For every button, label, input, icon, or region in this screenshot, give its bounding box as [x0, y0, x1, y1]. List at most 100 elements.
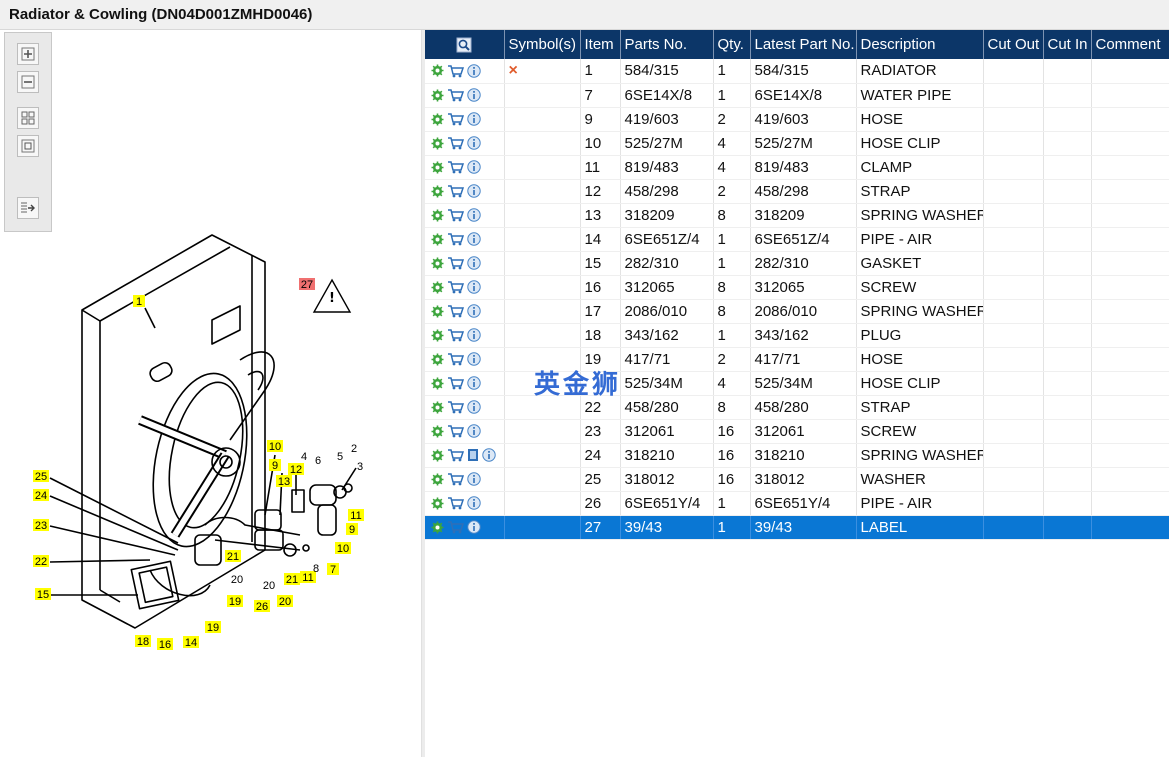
gear-icon[interactable]	[431, 449, 444, 462]
callout-11-lower[interactable]: 11	[300, 571, 316, 584]
cart-icon[interactable]	[447, 208, 464, 222]
cart-icon[interactable]	[447, 280, 464, 294]
callout-1[interactable]: 1	[133, 295, 145, 308]
info-icon[interactable]	[467, 328, 481, 342]
cart-icon[interactable]	[447, 400, 464, 414]
pane-splitter[interactable]	[421, 30, 425, 757]
info-icon[interactable]	[467, 232, 481, 246]
callout-6[interactable]: 6	[315, 455, 321, 467]
callout-27[interactable]: 27	[299, 278, 315, 291]
callout-2[interactable]: 2	[351, 443, 357, 455]
cart-icon[interactable]	[447, 64, 464, 78]
callout-26[interactable]: 26	[254, 600, 270, 613]
info-icon[interactable]	[467, 352, 481, 366]
callout-21-left[interactable]: 21	[225, 550, 241, 563]
callout-20-left[interactable]: 20	[231, 574, 243, 586]
info-icon[interactable]	[467, 424, 481, 438]
cart-icon[interactable]	[447, 448, 464, 462]
callout-17[interactable]: 18	[135, 635, 151, 648]
info-icon[interactable]	[467, 496, 481, 510]
gear-icon[interactable]	[431, 497, 444, 510]
gear-icon[interactable]	[431, 377, 444, 390]
callout-4[interactable]: 4	[301, 451, 307, 463]
callout-23[interactable]: 23	[33, 519, 49, 532]
info-icon[interactable]	[467, 376, 481, 390]
gear-icon[interactable]	[431, 521, 444, 534]
cart-icon[interactable]	[447, 328, 464, 342]
fit-all-button[interactable]	[17, 107, 39, 129]
gear-icon[interactable]	[431, 233, 444, 246]
info-icon[interactable]	[467, 208, 481, 222]
cart-icon[interactable]	[447, 376, 464, 390]
exploded-diagram[interactable]: ! 27 1 25 24 23 22 15 18 16 14 19 19 26 …	[0, 30, 421, 757]
callout-24[interactable]: 24	[33, 489, 49, 502]
info-icon[interactable]	[467, 400, 481, 414]
callout-15[interactable]: 15	[35, 588, 51, 601]
fit-page-button[interactable]	[17, 135, 39, 157]
cart-icon[interactable]	[447, 112, 464, 126]
callout-9-right[interactable]: 9	[346, 523, 358, 536]
info-icon[interactable]	[467, 256, 481, 270]
info-icon[interactable]	[467, 520, 481, 534]
callout-22[interactable]: 22	[33, 555, 49, 568]
column-qty[interactable]: Qty.	[713, 30, 751, 59]
cart-icon[interactable]	[447, 472, 464, 486]
gear-icon[interactable]	[431, 281, 444, 294]
info-icon[interactable]	[467, 136, 481, 150]
zoom-out-button[interactable]	[17, 71, 39, 93]
gear-icon[interactable]	[431, 329, 444, 342]
callout-25[interactable]: 25	[33, 470, 49, 483]
cart-icon[interactable]	[447, 160, 464, 174]
column-comment[interactable]: Comment	[1091, 30, 1169, 59]
column-item[interactable]: Item	[580, 30, 621, 59]
gear-icon[interactable]	[431, 425, 444, 438]
gear-icon[interactable]	[431, 353, 444, 366]
column-cut-in[interactable]: Cut In	[1043, 30, 1092, 59]
callout-19-right[interactable]: 20	[277, 595, 293, 608]
gear-icon[interactable]	[431, 473, 444, 486]
cart-icon[interactable]	[447, 520, 464, 534]
gear-icon[interactable]	[431, 305, 444, 318]
cart-icon[interactable]	[447, 304, 464, 318]
callout-10-top[interactable]: 10	[267, 440, 283, 453]
info-icon[interactable]	[482, 448, 496, 462]
gear-icon[interactable]	[431, 209, 444, 222]
gear-icon[interactable]	[431, 137, 444, 150]
info-icon[interactable]	[467, 88, 481, 102]
callout-9-top[interactable]: 9	[269, 459, 281, 472]
cart-icon[interactable]	[447, 136, 464, 150]
gear-icon[interactable]	[431, 185, 444, 198]
callout-13[interactable]: 13	[276, 475, 292, 488]
callout-16[interactable]: 16	[157, 638, 173, 651]
callout-19-left[interactable]: 19	[227, 595, 243, 608]
gear-icon[interactable]	[431, 113, 444, 126]
cart-icon[interactable]	[447, 352, 464, 366]
cart-icon[interactable]	[447, 256, 464, 270]
info-icon[interactable]	[467, 64, 481, 78]
callout-11-upper[interactable]: 11	[348, 509, 364, 522]
column-actions[interactable]	[425, 30, 505, 59]
gear-icon[interactable]	[431, 64, 444, 77]
gear-icon[interactable]	[431, 161, 444, 174]
callout-18[interactable]: 19	[205, 621, 221, 634]
diagram-pane[interactable]: ! 27 1 25 24 23 22 15 18 16 14 19 19 26 …	[0, 30, 421, 757]
remove-icon[interactable]: ×	[508, 61, 518, 79]
document-icon[interactable]	[467, 448, 479, 462]
callout-7[interactable]: 7	[327, 563, 339, 576]
callout-20-right[interactable]: 20	[263, 580, 275, 592]
